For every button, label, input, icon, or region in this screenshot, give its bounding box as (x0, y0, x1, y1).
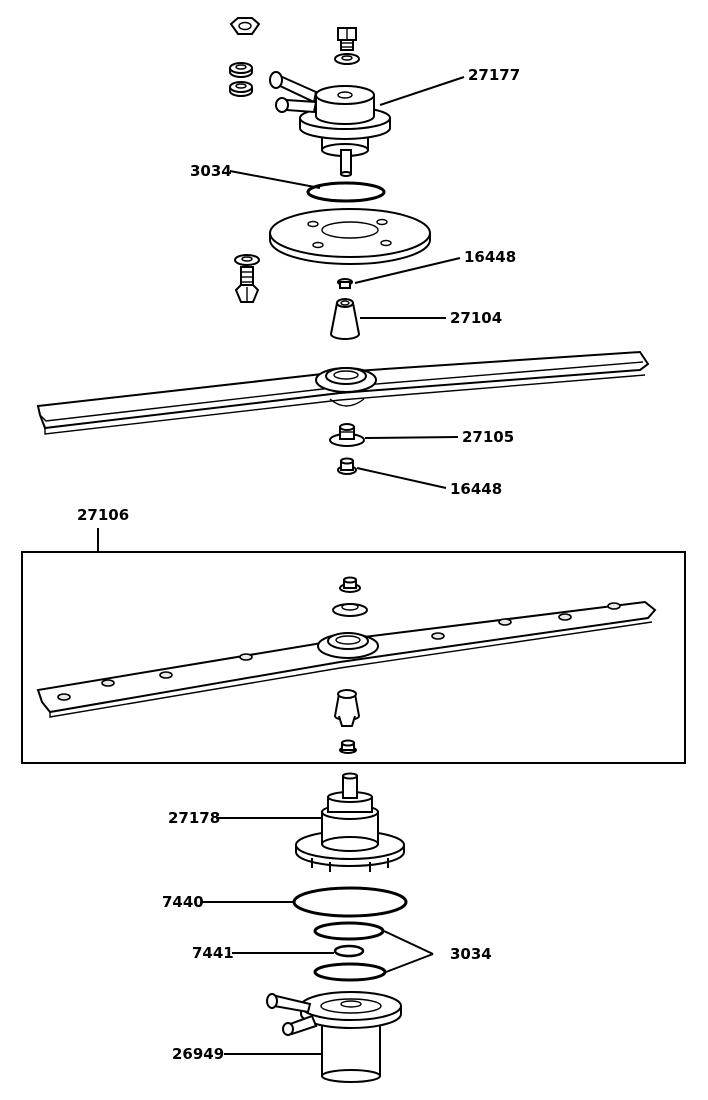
callout-27178: 27178 (168, 809, 220, 827)
o-ring-3034-upper (313, 921, 385, 941)
upper-spray-arm (36, 350, 650, 435)
nozzle-27104 (329, 298, 361, 340)
bushing-16448-mid (337, 457, 357, 475)
callout-26949: 26949 (172, 1045, 224, 1063)
assembly-nozzle (333, 689, 361, 727)
washer-left-lower (229, 81, 253, 97)
bushing-16448-top (337, 278, 353, 289)
assembly-box-27106 (21, 528, 686, 764)
assembly-bearing (332, 603, 368, 617)
callout-16448-mid: 16448 (450, 480, 502, 498)
assembly-bushing-top (339, 576, 361, 593)
mount-27178 (295, 772, 405, 872)
callout-27104: 27104 (450, 309, 502, 327)
callout-27106: 27106 (77, 506, 129, 524)
callout-3034-top: 3034 (190, 162, 232, 180)
callout-7441: 7441 (192, 944, 234, 962)
o-ring-3034-top (306, 181, 386, 203)
mounting-plate (269, 208, 431, 265)
callout-27105: 27105 (462, 428, 514, 446)
assembly-spray-arm (36, 600, 657, 718)
callout-7440: 7440 (162, 893, 204, 911)
callout-3034-bottom: 3034 (450, 945, 492, 963)
leader-lines (202, 76, 465, 1055)
washer-left-upper (229, 62, 253, 78)
assembly-bushing-bottom (339, 739, 357, 754)
hex-nut-top (229, 17, 261, 35)
callout-16448-top: 16448 (464, 248, 516, 266)
bolt-top-washer (334, 53, 360, 65)
manifold-27177 (269, 71, 391, 177)
bolt-left (234, 254, 260, 303)
o-ring-7440 (292, 886, 408, 918)
seal-7441 (333, 944, 365, 958)
bolt-top (337, 27, 357, 51)
callout-27177: 27177 (468, 66, 520, 84)
bearing-27105 (329, 423, 365, 447)
housing-26949 (266, 991, 402, 1083)
o-ring-3034-lower (313, 962, 387, 982)
